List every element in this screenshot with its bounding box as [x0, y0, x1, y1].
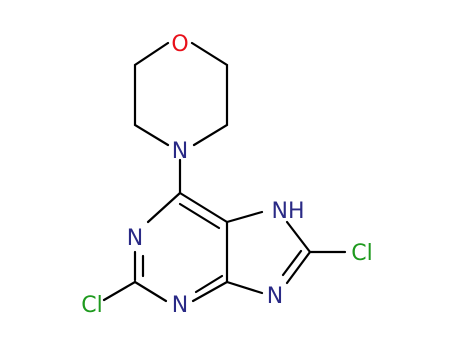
c8-n9-bond — [285, 250, 312, 285]
n3-c4-bond — [191, 280, 229, 303]
chlorine-left-label: Cl — [81, 293, 102, 318]
morpholine-ring-left — [133, 41, 170, 147]
pyrimidine-n1-label: N — [127, 226, 143, 251]
c6-n1-bond — [146, 191, 182, 224]
c2-n3-bond — [133, 280, 168, 303]
c2-cl-bond — [102, 280, 137, 302]
c8-n9-double — [281, 249, 303, 277]
n9-c4-bond — [225, 280, 264, 295]
morpholine-nitrogen-label: N — [172, 139, 188, 164]
imidazole-nh-label: NH — [272, 199, 305, 224]
pyrimidine-n3-label: N — [172, 293, 188, 318]
morpholine-ring-right — [190, 41, 229, 147]
c5-n7-bond — [225, 210, 264, 224]
c5-c6-double — [178, 202, 221, 230]
n7-c8-bond — [285, 220, 312, 254]
n3-c4-double — [194, 274, 224, 294]
chlorine-right-label: Cl — [351, 241, 372, 266]
c5-c6-bond — [178, 191, 229, 224]
imidazole-n9-label: N — [267, 284, 283, 309]
bonds — [102, 41, 347, 303]
oxygen-label: O — [171, 32, 188, 57]
atom-labels: O N N N NH N Cl Cl — [81, 32, 372, 318]
